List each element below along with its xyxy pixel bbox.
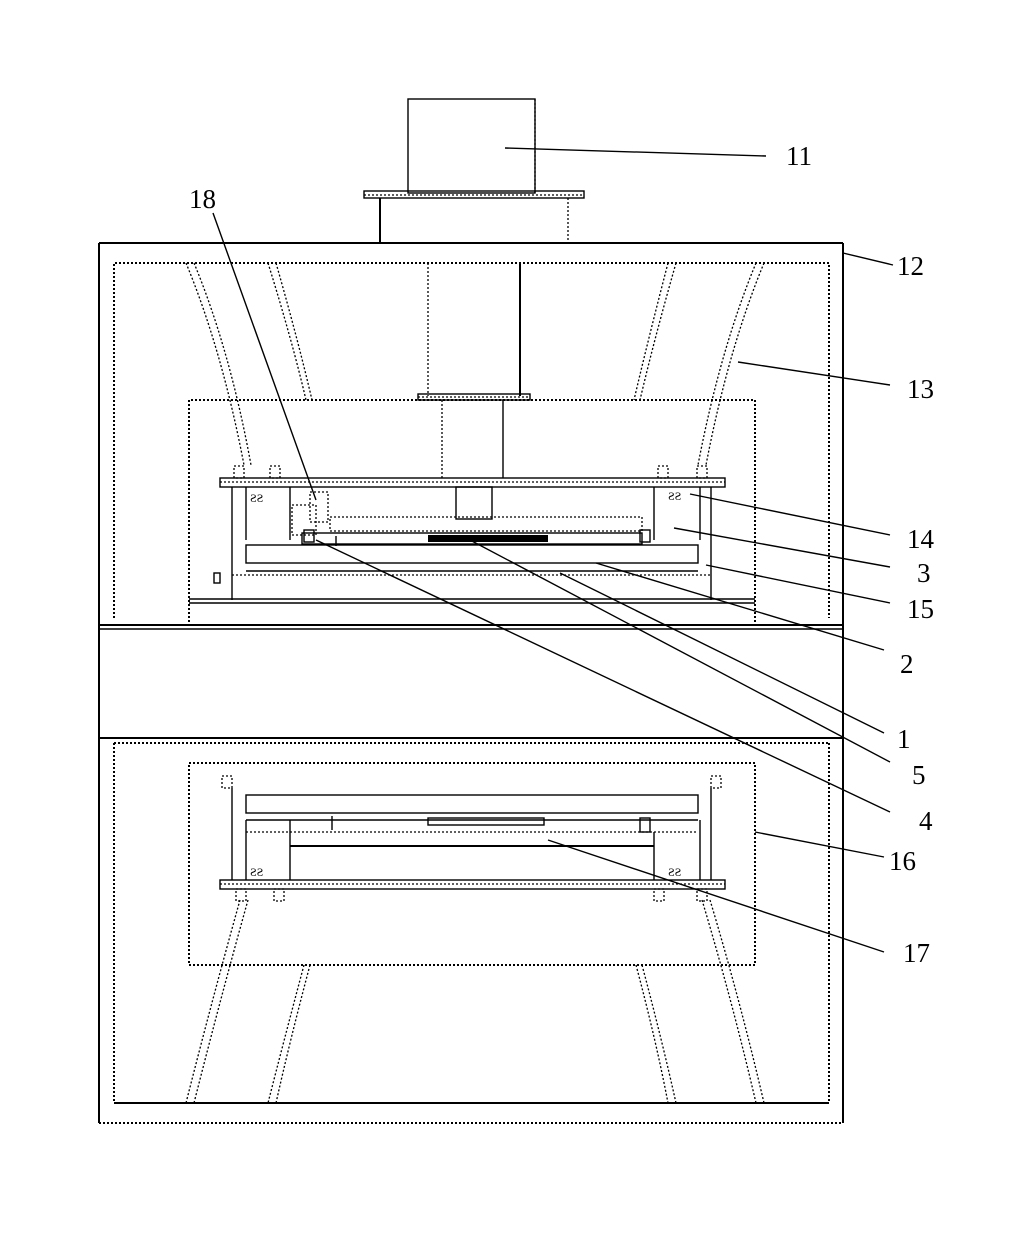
label-5: 5 <box>912 760 926 790</box>
label-4: 4 <box>919 806 933 836</box>
label-15: 15 <box>907 594 934 624</box>
lower-chamber: ƧƧ ƧƧ <box>114 743 829 1103</box>
svg-text:ƧƧ: ƧƧ <box>250 865 263 879</box>
upper-curved-guides <box>186 263 764 465</box>
label-14: 14 <box>907 524 935 554</box>
label-2: 2 <box>900 649 914 679</box>
label-17: 17 <box>903 938 930 968</box>
label-1: 1 <box>897 724 911 754</box>
label-12: 12 <box>897 251 924 281</box>
label-13: 13 <box>907 374 934 404</box>
motor <box>364 99 584 243</box>
label-11: 11 <box>786 141 812 171</box>
label-16: 16 <box>889 846 916 876</box>
svg-text:ƧƧ: ƧƧ <box>668 865 681 879</box>
label-3: 3 <box>917 558 931 588</box>
svg-text:ƧƧ: ƧƧ <box>250 491 263 505</box>
outer-housing <box>99 243 843 1123</box>
lower-curved-guides <box>186 900 764 1103</box>
svg-text:ƧƧ: ƧƧ <box>668 489 681 503</box>
label-18: 18 <box>189 184 216 214</box>
